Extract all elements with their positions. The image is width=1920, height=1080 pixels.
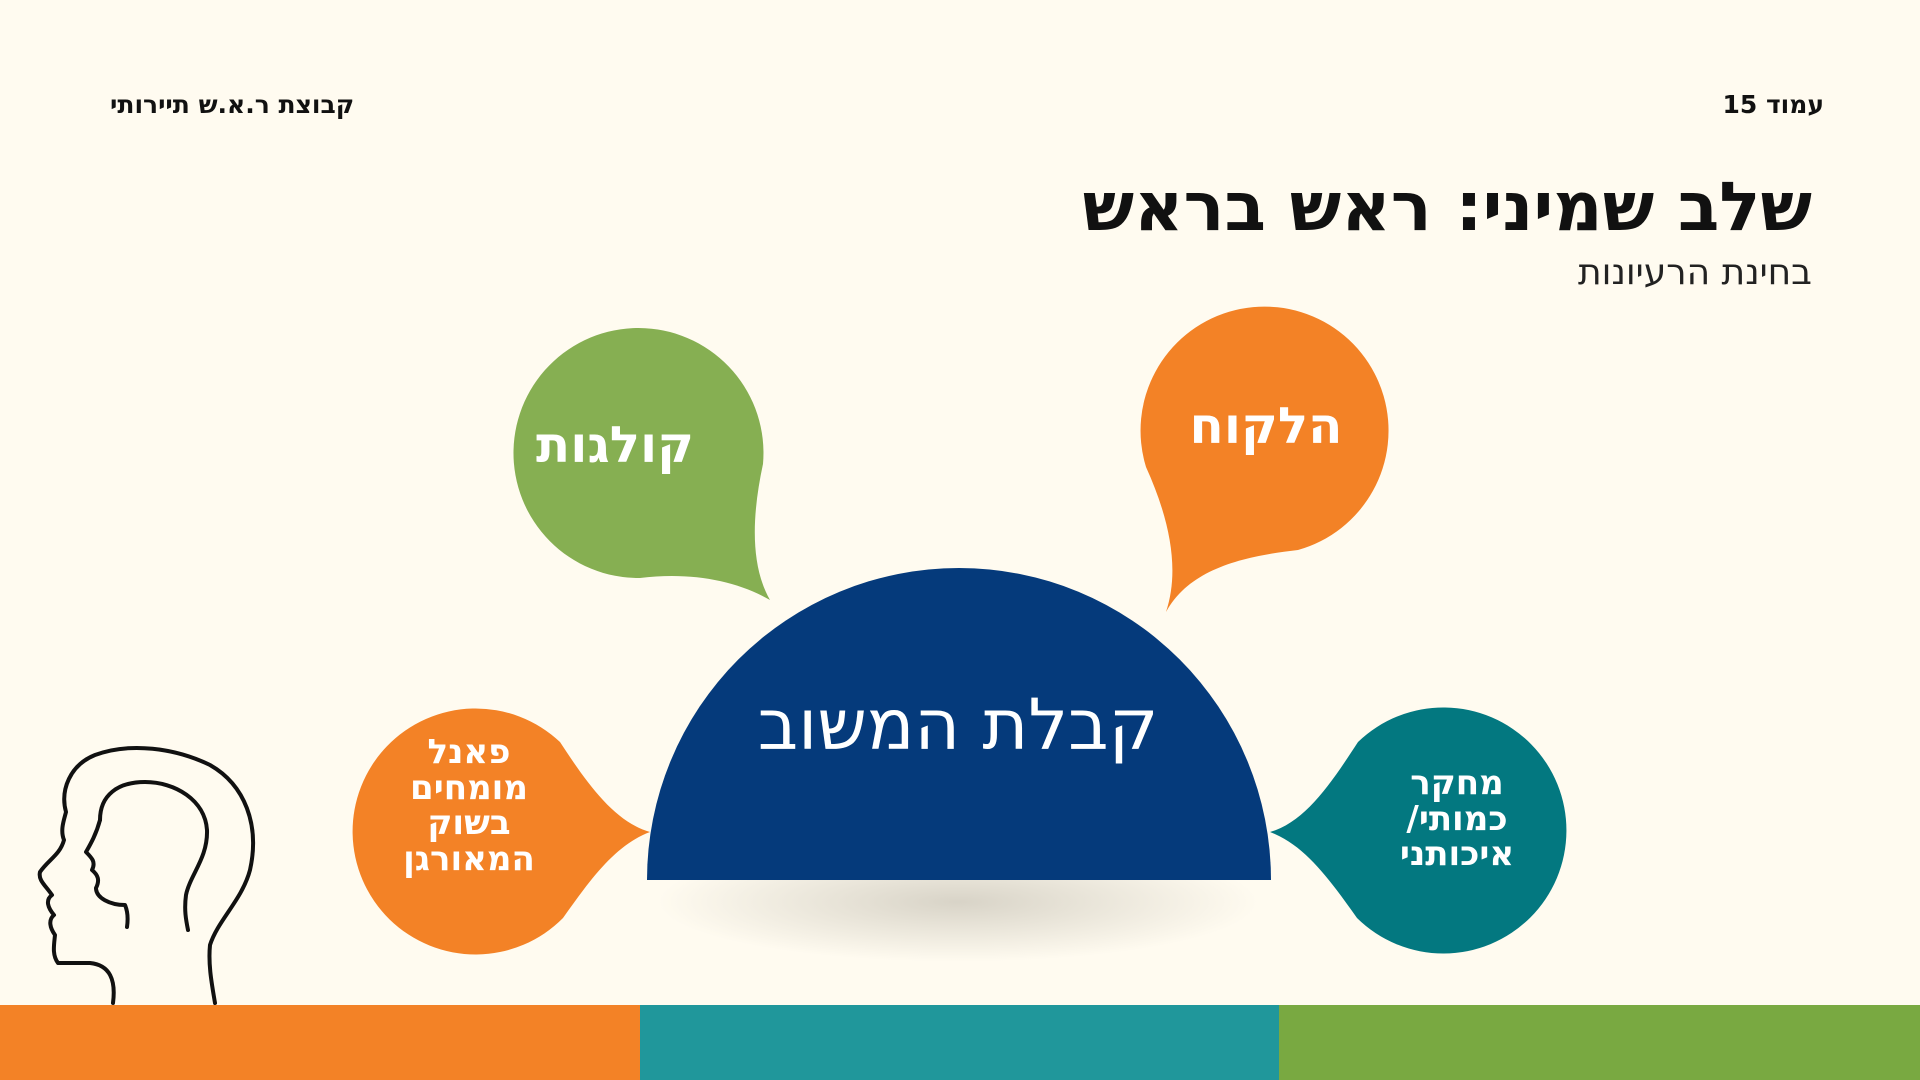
page-number: עמוד 15 [1722, 90, 1824, 119]
company-name: קבוצת ר.א.ש תיירותי [110, 90, 355, 119]
research-label: מחקר כמותי/ איכותני [1399, 763, 1515, 875]
customer-label: הלקוח [1189, 397, 1343, 455]
colleagues-bubble [513, 328, 770, 600]
bottom-bar-green [1279, 1005, 1920, 1080]
research-bubble [1270, 707, 1567, 954]
bottom-bar-orange [0, 1005, 640, 1080]
bottom-bar-teal [640, 1005, 1279, 1080]
center-dome [647, 568, 1271, 880]
colleagues-label: קולגות [536, 416, 694, 474]
page-subtitle: בחינת הרעיונות [1577, 252, 1812, 293]
experts-label: פאנל מומחים בשוק המאורגן [403, 732, 535, 880]
customer-bubble [1140, 306, 1389, 612]
center-label: קבלת המשוב [757, 684, 1159, 766]
head-outline-icon [37, 746, 255, 1005]
experts-bubble [352, 708, 650, 955]
page-title: שלב שמיני: ראש בראש [1082, 168, 1812, 247]
